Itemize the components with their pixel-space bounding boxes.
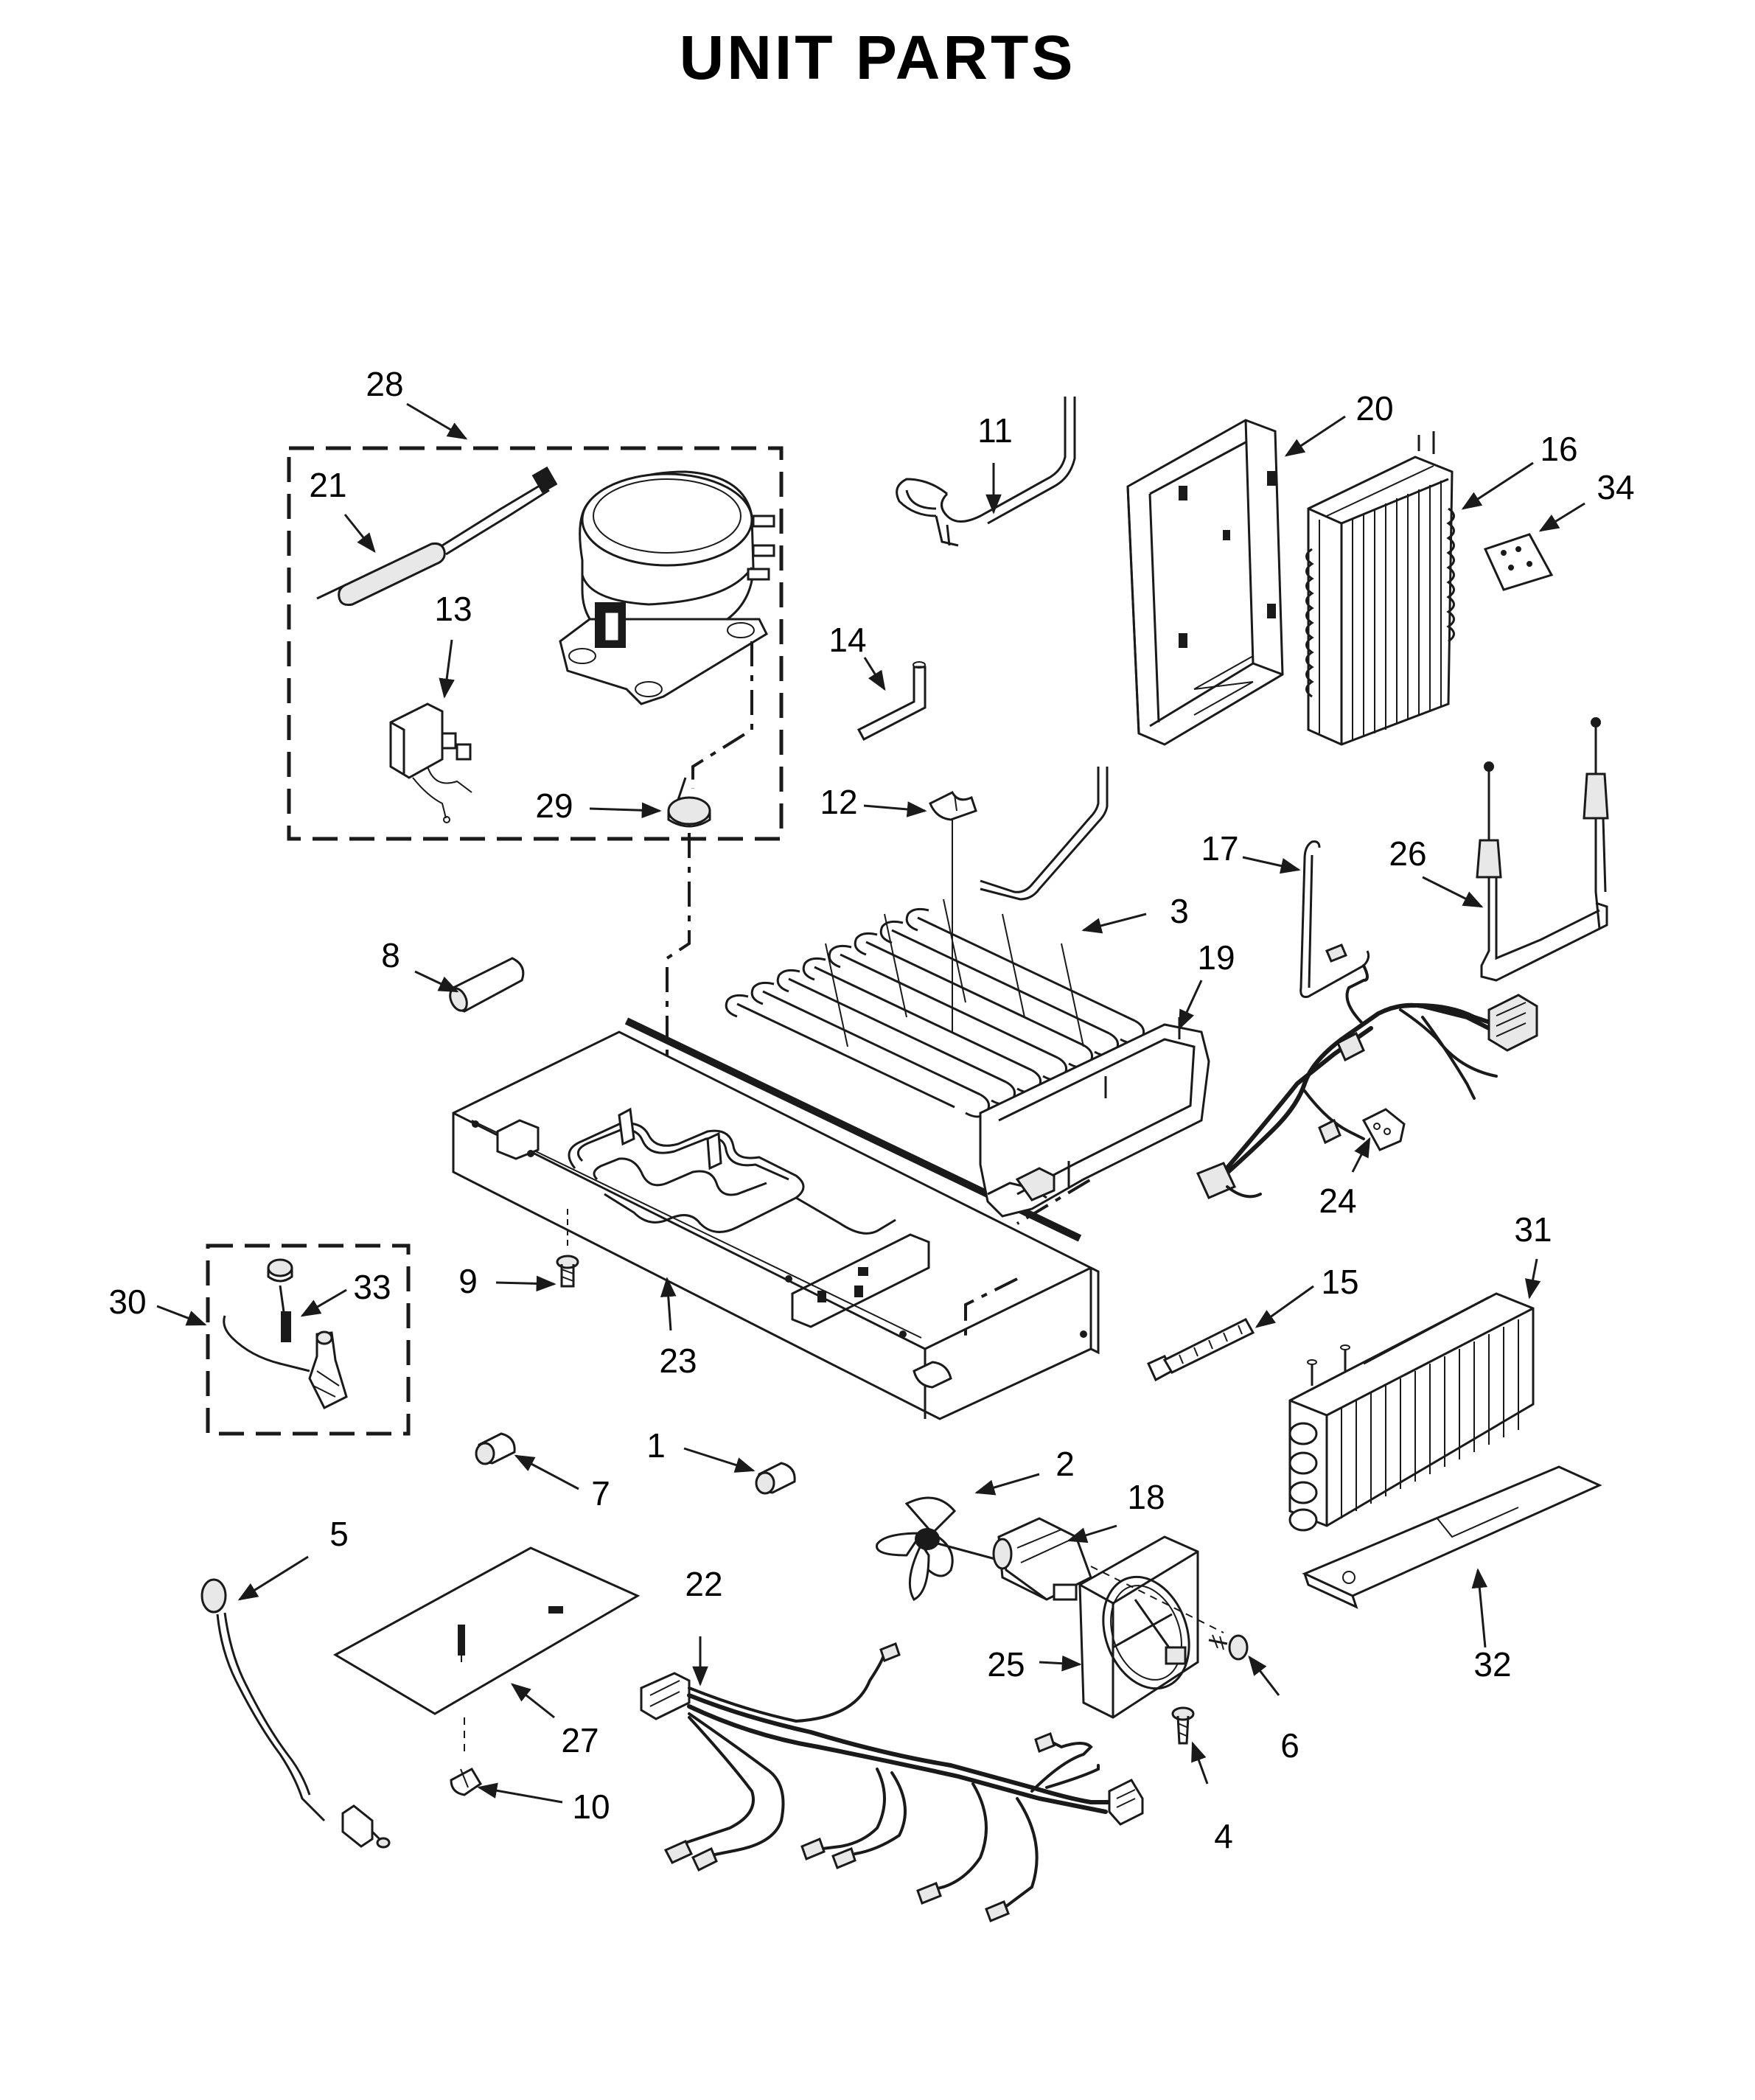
thermistor-part bbox=[200, 1578, 391, 1849]
callout-2: 2 bbox=[1056, 1445, 1075, 1483]
callout-22: 22 bbox=[685, 1565, 722, 1603]
drain-pan-part bbox=[979, 1017, 1210, 1218]
screw-part bbox=[556, 1209, 579, 1288]
sheet-clip-part bbox=[450, 1768, 483, 1796]
callout-15: 15 bbox=[1321, 1263, 1358, 1301]
defrost-sensor-part bbox=[223, 1258, 348, 1410]
fan-blade-part bbox=[876, 1496, 996, 1601]
evaporator-cover-part bbox=[1126, 419, 1284, 746]
connection-line bbox=[964, 1277, 1018, 1342]
callout-11: 11 bbox=[977, 411, 1013, 450]
evaporator-pad-part bbox=[1483, 533, 1554, 591]
callout-12: 12 bbox=[820, 783, 857, 821]
tubing-part bbox=[896, 397, 1076, 547]
grommet-part-1 bbox=[755, 1462, 796, 1495]
insulation-sheet-part bbox=[332, 1546, 641, 1754]
callout-27: 27 bbox=[561, 1721, 599, 1759]
drain-tube-assembly-part bbox=[1476, 717, 1609, 982]
start-relay-part bbox=[389, 702, 472, 823]
callout-9: 9 bbox=[458, 1262, 478, 1300]
callout-7: 7 bbox=[591, 1474, 610, 1513]
callout-24: 24 bbox=[1319, 1182, 1356, 1220]
callout-6: 6 bbox=[1280, 1726, 1299, 1765]
callout-10: 10 bbox=[572, 1787, 610, 1826]
callout-26: 26 bbox=[1389, 834, 1426, 873]
callout-16: 16 bbox=[1540, 430, 1577, 468]
callout-30: 30 bbox=[108, 1283, 146, 1321]
callout-23: 23 bbox=[659, 1342, 697, 1380]
callout-29: 29 bbox=[535, 786, 573, 825]
overload-protector-part bbox=[667, 641, 753, 828]
grommet-part-7 bbox=[475, 1432, 516, 1465]
connector-part bbox=[1147, 1318, 1255, 1382]
evaporator-part bbox=[1305, 431, 1455, 746]
callout-14: 14 bbox=[828, 621, 866, 659]
filter-drier-part bbox=[316, 466, 558, 606]
callout-21: 21 bbox=[309, 466, 346, 504]
condenser-plate-part bbox=[1302, 1465, 1602, 1609]
tube-sleeve-part bbox=[449, 957, 525, 1013]
mount-screw-part bbox=[1171, 1706, 1195, 1745]
tube-part bbox=[856, 661, 927, 742]
wire-harness-part bbox=[640, 1642, 1144, 1922]
evaporator-clip-part bbox=[929, 791, 977, 1032]
connection-line bbox=[1016, 1084, 1092, 1225]
condenser-part bbox=[1288, 1292, 1535, 1532]
callout-32: 32 bbox=[1473, 1645, 1511, 1684]
callout-20: 20 bbox=[1355, 389, 1393, 428]
callout-25: 25 bbox=[987, 1645, 1025, 1684]
callout-8: 8 bbox=[381, 936, 400, 974]
callout-28: 28 bbox=[366, 365, 403, 403]
sensor-kit-group-box bbox=[206, 1243, 411, 1436]
power-cord-harness-part bbox=[1196, 943, 1538, 1199]
compressor-kit-group-box bbox=[287, 446, 784, 841]
callout-33: 33 bbox=[353, 1268, 391, 1306]
compressor-part bbox=[559, 470, 775, 705]
callout-4: 4 bbox=[1214, 1817, 1233, 1855]
callout-13: 13 bbox=[434, 590, 472, 628]
callout-31: 31 bbox=[1514, 1210, 1552, 1249]
bracket-screw-part bbox=[1208, 1634, 1249, 1661]
page-title: UNIT PARTS bbox=[679, 23, 1076, 92]
fan-bracket-part bbox=[1078, 1535, 1224, 1719]
callout-19: 19 bbox=[1197, 938, 1235, 977]
callout-5: 5 bbox=[329, 1515, 349, 1553]
fan-motor-part bbox=[992, 1517, 1092, 1601]
callout-1: 1 bbox=[646, 1426, 666, 1465]
callout-17: 17 bbox=[1201, 829, 1238, 868]
wire-clip-part bbox=[1299, 840, 1370, 998]
callout-34: 34 bbox=[1597, 468, 1634, 506]
leader-arrows bbox=[156, 402, 1585, 1804]
callout-3: 3 bbox=[1170, 892, 1189, 930]
callout-18: 18 bbox=[1127, 1478, 1165, 1516]
